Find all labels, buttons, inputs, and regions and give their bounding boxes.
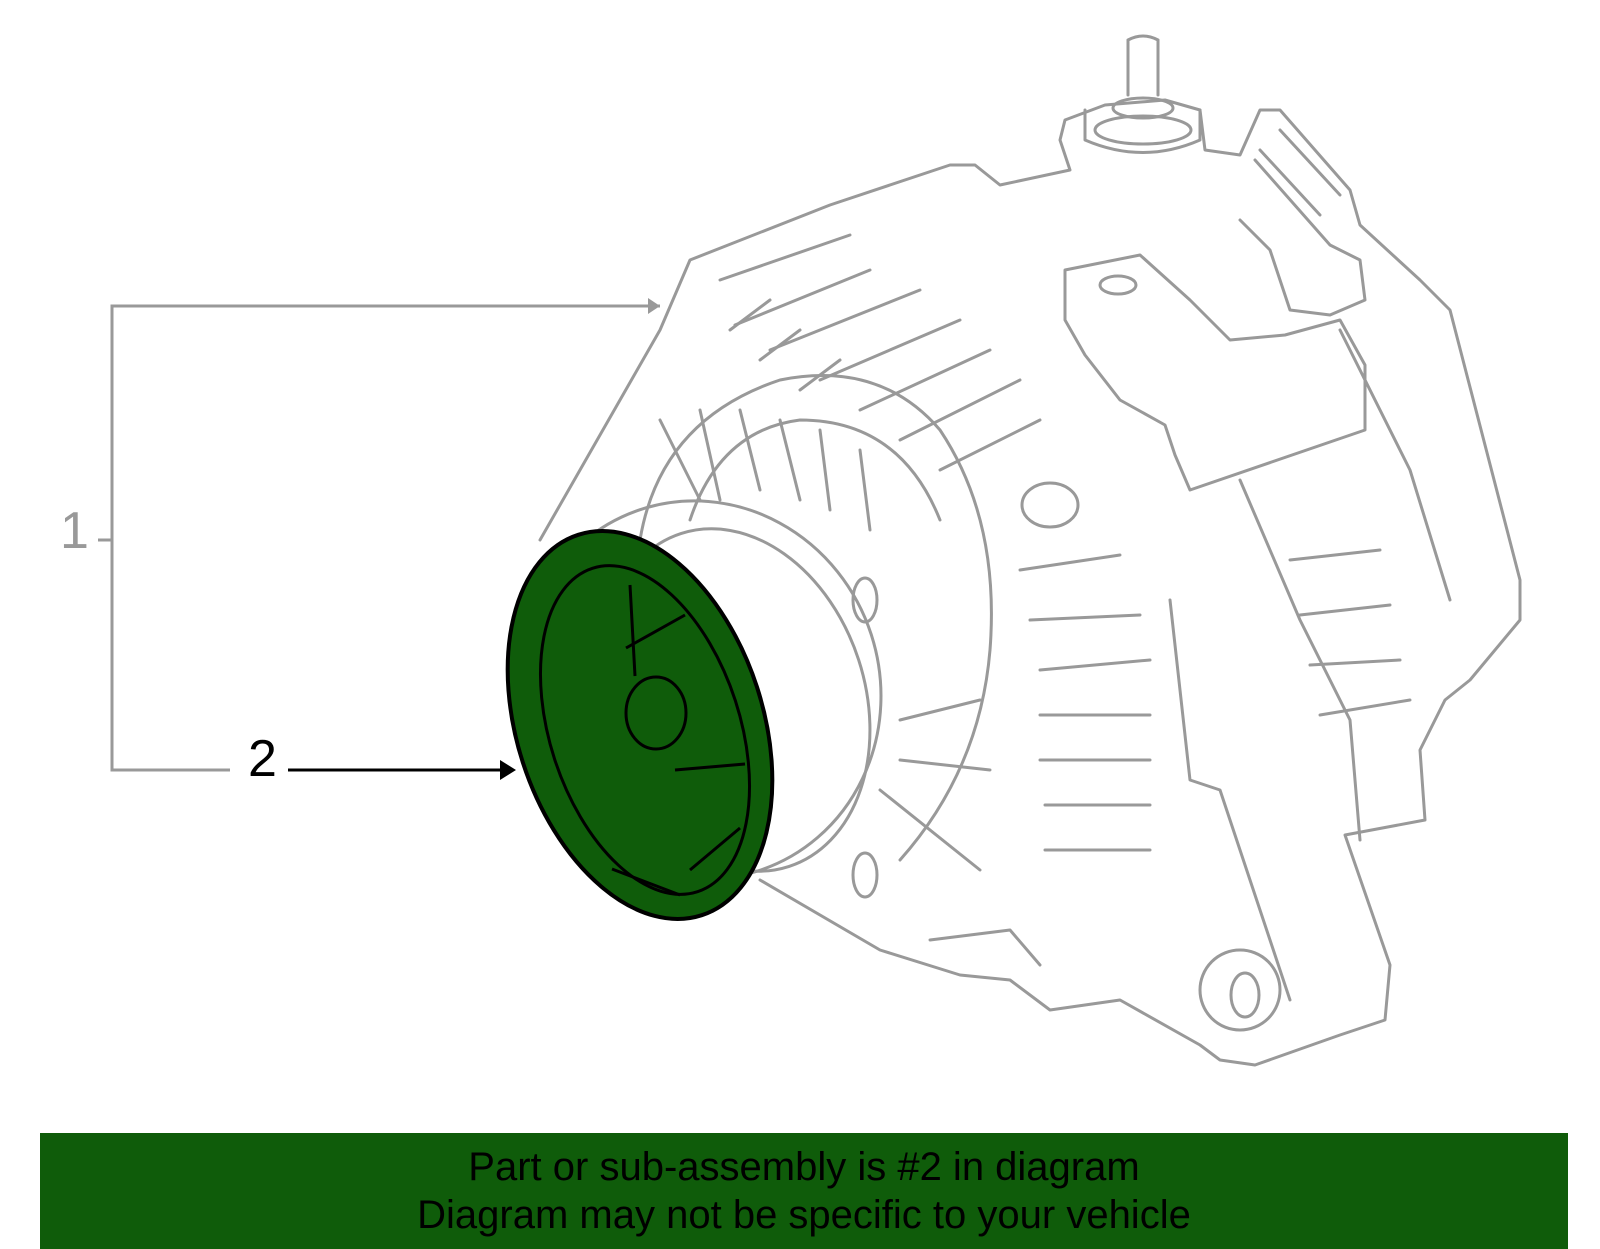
callout-label-2: 2: [248, 730, 277, 788]
banner-line-2: Diagram may not be specific to your vehi…: [417, 1193, 1191, 1237]
callout-2-leader: [288, 760, 516, 780]
callout-1-arrowhead: [648, 298, 660, 314]
callout-1-leader: [98, 304, 660, 772]
parts-diagram: [98, 34, 1522, 1067]
callout-label-1: 1: [60, 502, 89, 560]
info-banner: Part or sub-assembly is #2 in diagram Di…: [40, 1133, 1568, 1249]
pulley-cover-highlight: [505, 529, 775, 921]
banner-line-1: Part or sub-assembly is #2 in diagram: [468, 1145, 1140, 1189]
alternator-drawing: [517, 34, 1522, 1067]
